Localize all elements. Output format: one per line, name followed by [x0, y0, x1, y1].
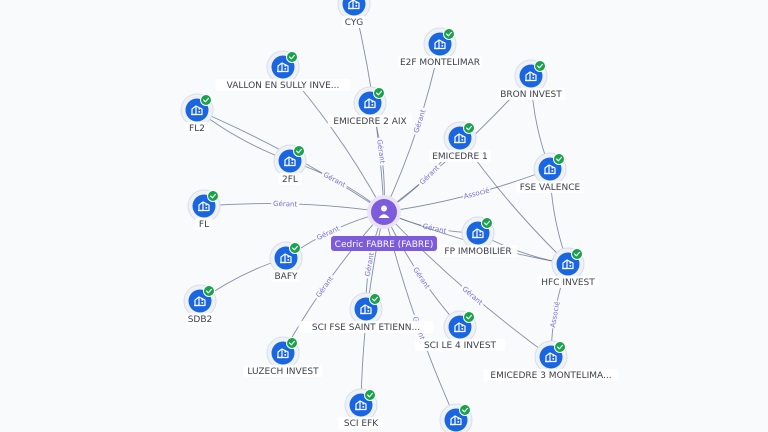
company-node-label: BAFY: [274, 272, 298, 282]
building-icon: [194, 296, 206, 307]
company-node-label: FSE VALENCE: [520, 183, 581, 193]
company-node-label: 2FL: [282, 175, 298, 185]
verified-check-icon: [443, 28, 455, 40]
verified-check-icon: [369, 293, 381, 305]
building-icon: [284, 156, 296, 167]
company-node-label: SCI FSE SAINT ETIENN...: [312, 323, 420, 333]
verified-check-icon: [481, 217, 493, 229]
company-node-fl2b[interactable]: 2FL: [273, 144, 307, 185]
edge-label: Gérant: [322, 171, 347, 190]
company-node-fl[interactable]: FL: [187, 189, 221, 230]
building-icon: [360, 304, 372, 315]
edge-label: Gérant: [273, 200, 298, 209]
company-node-fl2[interactable]: FL2: [180, 93, 214, 134]
verified-check-icon: [459, 404, 471, 416]
company-node-label: FP IMMOBILIER: [444, 247, 511, 257]
company-node-cyg[interactable]: CYG: [337, 0, 371, 28]
verified-check-icon: [553, 153, 565, 165]
edge-label: Associé: [549, 301, 562, 328]
building-icon: [198, 201, 210, 212]
verified-check-icon: [200, 94, 212, 106]
company-node-fpimmo[interactable]: FP IMMOBILIER: [438, 216, 518, 257]
verified-check-icon: [463, 311, 475, 323]
building-icon: [472, 228, 484, 239]
building-icon: [348, 0, 360, 10]
company-node-bottom[interactable]: [439, 403, 473, 432]
verified-check-icon: [364, 389, 376, 401]
edge-center-fl: Gérant: [203, 198, 385, 213]
building-icon: [525, 71, 537, 82]
center-person-label: Cedric FABRE (FABRE): [335, 240, 434, 250]
company-node-bron[interactable]: BRON INVEST: [497, 59, 565, 100]
company-node-label: SCI EFK: [344, 419, 379, 429]
building-icon: [544, 164, 556, 175]
company-node-emi1[interactable]: EMICEDRE 1: [429, 121, 491, 162]
company-node-sdb2[interactable]: SDB2: [183, 284, 217, 325]
company-node-hfc[interactable]: HFC INVEST: [537, 247, 599, 288]
building-icon: [355, 400, 367, 411]
building-icon: [434, 39, 446, 50]
verified-check-icon: [293, 145, 305, 157]
company-node-label: EMICEDRE 3 MONTELIMA...: [490, 371, 611, 381]
verified-check-icon: [286, 337, 298, 349]
company-node-label: FL2: [189, 124, 205, 134]
company-node-label: SDB2: [188, 315, 213, 325]
building-icon: [545, 352, 557, 363]
building-icon: [454, 322, 466, 333]
edge-label: Gérant: [418, 164, 441, 187]
building-icon: [562, 259, 574, 270]
building-icon: [277, 348, 289, 359]
company-node-label: LUZECH INVEST: [247, 367, 319, 377]
verified-check-icon: [534, 60, 546, 72]
company-node-luzech[interactable]: LUZECH INVEST: [243, 336, 323, 377]
verified-check-icon: [289, 242, 301, 254]
building-icon: [454, 133, 466, 144]
company-node-label: CYG: [345, 18, 364, 28]
edge-label: Associé: [463, 186, 491, 200]
company-node-label: FL: [199, 220, 209, 230]
company-node-sciefk[interactable]: SCI EFK: [338, 388, 384, 429]
company-node-label: VALLON EN SULLY INVE...: [227, 81, 340, 91]
edge-label: Gérant: [315, 275, 336, 299]
company-node-label: EMICEDRE 1: [432, 152, 488, 162]
verified-check-icon: [373, 87, 385, 99]
verified-check-icon: [207, 190, 219, 202]
building-icon: [191, 105, 203, 116]
edge-label: Gérant: [411, 266, 431, 291]
company-node-label: EMICEDRE 2 AIX: [333, 117, 406, 127]
company-node-emi2aix[interactable]: EMICEDRE 2 AIX: [327, 86, 413, 127]
company-node-scifse[interactable]: SCI FSE SAINT ETIENN...: [298, 292, 434, 333]
edge-label: Gérant: [375, 139, 386, 164]
nodes-layer: CYG E2F MONTELIMAR VALLON EN SULLY INVE...…: [180, 0, 619, 432]
company-node-label: BRON INVEST: [500, 90, 562, 100]
center-person-node[interactable]: Cedric FABRE (FABRE): [331, 195, 437, 251]
verified-check-icon: [554, 341, 566, 353]
company-node-fsev[interactable]: FSE VALENCE: [516, 152, 584, 193]
building-icon: [364, 98, 376, 109]
company-node-scile4[interactable]: SCI LE 4 INVEST: [415, 310, 505, 351]
company-node-label: SCI LE 4 INVEST: [424, 341, 497, 351]
building-icon: [277, 62, 289, 73]
verified-check-icon: [463, 122, 475, 134]
edge-center-e2f: Gérant: [383, 43, 441, 213]
company-node-e2f[interactable]: E2F MONTELIMAR: [397, 27, 483, 68]
verified-check-icon: [203, 285, 215, 297]
company-node-label: HFC INVEST: [541, 278, 595, 288]
company-node-emi3[interactable]: EMICEDRE 3 MONTELIMA...: [483, 340, 619, 381]
verified-check-icon: [571, 248, 583, 260]
verified-check-icon: [286, 51, 298, 63]
building-icon: [450, 415, 462, 426]
company-node-label: E2F MONTELIMAR: [400, 58, 480, 68]
company-node-bafy[interactable]: BAFY: [269, 241, 303, 282]
person-icon: [378, 205, 390, 218]
company-node-vallon[interactable]: VALLON EN SULLY INVE...: [215, 50, 351, 91]
building-icon: [280, 253, 292, 264]
